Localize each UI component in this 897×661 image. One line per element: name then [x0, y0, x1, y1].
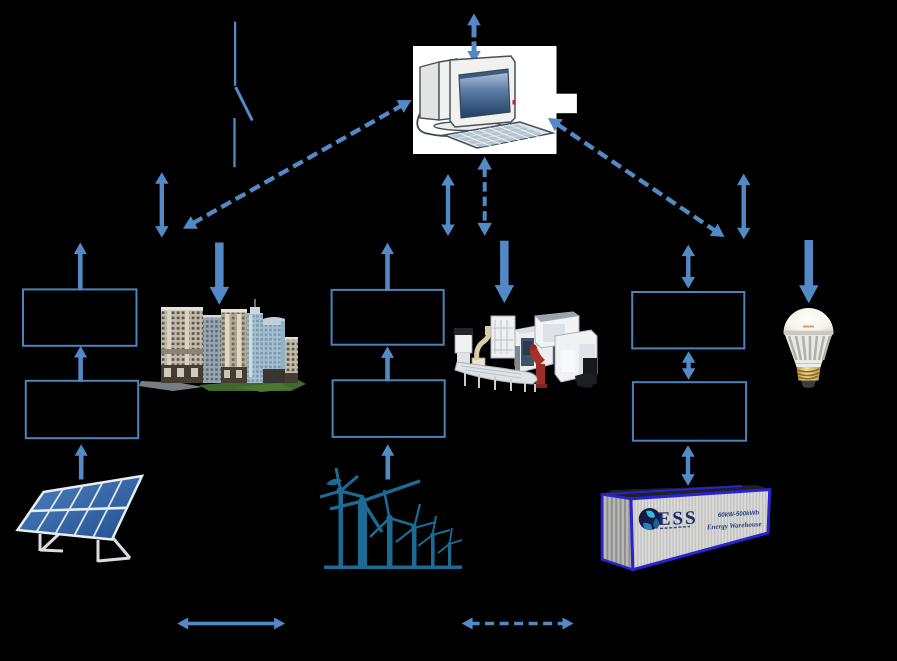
svg-text:Energy Warehouse: Energy Warehouse	[706, 520, 762, 531]
svg-text:60kW-500kWh: 60kW-500kWh	[718, 509, 760, 519]
svg-text:ESS: ESS	[657, 508, 698, 530]
